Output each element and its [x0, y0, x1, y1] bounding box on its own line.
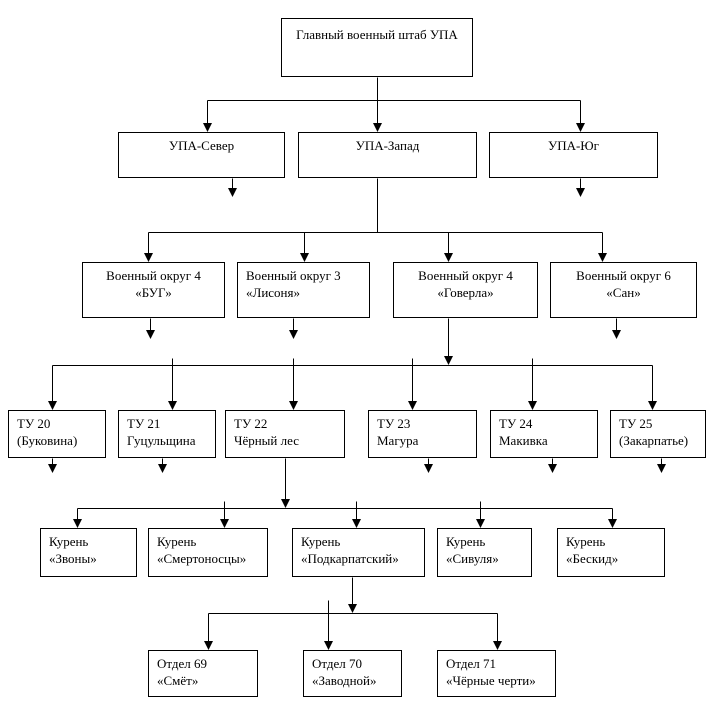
org-node-label: Магура: [377, 432, 419, 448]
org-node-tu25: ТУ 25(Закарпатье): [610, 410, 706, 458]
org-node-label: Курень: [446, 534, 486, 549]
org-node-label: Чёрный лес: [234, 432, 299, 448]
org-node-label: «Звоны»: [49, 550, 97, 566]
org-node-label: ТУ 25: [619, 416, 653, 431]
arrowhead-down-icon: [168, 401, 177, 410]
org-node-label: «Заводной»: [312, 672, 377, 688]
arrowhead-down-icon: [608, 519, 617, 528]
org-node-label: Военный округ 4: [106, 268, 201, 283]
org-node-label: Военный округ 3: [246, 268, 341, 283]
org-node-label: «Лисоня»: [246, 284, 300, 300]
arrowhead-down-icon: [220, 519, 229, 528]
org-node-label: Курень: [566, 534, 606, 549]
org-node-label: ТУ 22: [234, 416, 268, 431]
org-node-label: «Говерла»: [437, 284, 494, 300]
org-node-label: «Чёрные черти»: [446, 672, 536, 688]
org-node-vo4-bug: Военный округ 4«БУГ»: [82, 262, 225, 318]
org-node-label: (Закарпатье): [619, 432, 689, 448]
arrowhead-down-icon: [289, 330, 298, 339]
arrowhead-down-icon: [408, 401, 417, 410]
org-node-label: Военный округ 6: [576, 268, 671, 283]
org-node-kuren-sivulya: Курень«Сивуля»: [437, 528, 532, 577]
arrowhead-down-icon: [657, 464, 666, 473]
arrowhead-down-icon: [612, 330, 621, 339]
org-node-label: ТУ 21: [127, 416, 161, 431]
org-node-label: «Смертоносцы»: [157, 550, 247, 566]
org-node-label: ТУ 20: [17, 416, 51, 431]
arrowhead-down-icon: [528, 401, 537, 410]
arrowhead-down-icon: [324, 641, 333, 650]
org-node-label: Отдел 69: [157, 656, 208, 671]
org-node-label: ТУ 23: [377, 416, 411, 431]
arrowhead-down-icon: [576, 123, 585, 132]
org-node-label: Гуцульщина: [127, 432, 196, 448]
arrowhead-down-icon: [493, 641, 502, 650]
org-node-upa-sever: УПА-Север: [118, 132, 285, 178]
arrowhead-down-icon: [476, 519, 485, 528]
org-node-tu20: ТУ 20(Буковина): [8, 410, 106, 458]
arrowhead-down-icon: [444, 253, 453, 262]
org-node-label: «Сан»: [606, 284, 641, 300]
org-node-otdel71: Отдел 71«Чёрные черти»: [437, 650, 556, 697]
org-node-label: (Буковина): [17, 432, 78, 448]
arrowhead-down-icon: [548, 464, 557, 473]
arrowhead-down-icon: [48, 464, 57, 473]
org-node-label: «Сивуля»: [446, 550, 499, 566]
org-node-kuren-podkarpatskij: Курень«Подкарпатский»: [292, 528, 425, 577]
org-node-label: «БУГ»: [135, 284, 172, 300]
org-node-kuren-zvony: Курень«Звоны»: [40, 528, 137, 577]
arrowhead-down-icon: [48, 401, 57, 410]
org-node-label: УПА-Юг: [547, 138, 599, 153]
org-node-vo4-goverla: Военный округ 4«Говерла»: [393, 262, 538, 318]
org-node-root: Главный военный штаб УПА: [281, 18, 473, 77]
org-node-otdel69: Отдел 69«Смёт»: [148, 650, 258, 697]
arrowhead-down-icon: [289, 401, 298, 410]
arrowhead-down-icon: [373, 123, 382, 132]
org-node-upa-yug: УПА-Юг: [489, 132, 658, 178]
org-node-label: Военный округ 4: [418, 268, 513, 283]
org-node-kuren-beskid: Курень«Бескид»: [557, 528, 665, 577]
org-node-label: Курень: [49, 534, 89, 549]
org-node-otdel70: Отдел 70«Заводной»: [303, 650, 402, 697]
org-node-label: Отдел 71: [446, 656, 497, 671]
arrowhead-down-icon: [204, 641, 213, 650]
arrowhead-down-icon: [352, 519, 361, 528]
arrowhead-down-icon: [576, 188, 585, 197]
org-node-label: «Бескид»: [566, 550, 619, 566]
arrowhead-down-icon: [300, 253, 309, 262]
arrowhead-down-icon: [228, 188, 237, 197]
org-node-label: УПА-Север: [168, 138, 235, 153]
org-node-vo3-lisonya: Военный округ 3«Лисоня»: [237, 262, 370, 318]
org-node-label: ТУ 24: [499, 416, 533, 431]
org-node-label: Курень: [301, 534, 341, 549]
arrowhead-down-icon: [158, 464, 167, 473]
org-node-label: «Подкарпатский»: [301, 550, 399, 566]
arrowhead-down-icon: [281, 499, 290, 508]
org-node-label: Макивка: [499, 432, 548, 448]
arrowhead-down-icon: [598, 253, 607, 262]
org-node-label: Отдел 70: [312, 656, 363, 671]
org-node-upa-zapad: УПА-Запад: [298, 132, 477, 178]
arrowhead-down-icon: [146, 330, 155, 339]
org-node-vo6-san: Военный округ 6«Сан»: [550, 262, 697, 318]
org-node-label: Главный военный штаб УПА: [296, 27, 458, 42]
arrowhead-down-icon: [348, 604, 357, 613]
org-node-label: «Смёт»: [157, 672, 199, 688]
org-node-kuren-smertonoscy: Курень«Смертоносцы»: [148, 528, 268, 577]
arrowhead-down-icon: [144, 253, 153, 262]
arrowhead-down-icon: [444, 356, 453, 365]
org-node-label: Курень: [157, 534, 197, 549]
org-node-label: УПА-Запад: [355, 138, 420, 153]
arrowhead-down-icon: [73, 519, 82, 528]
arrowhead-down-icon: [203, 123, 212, 132]
arrowhead-down-icon: [648, 401, 657, 410]
arrowhead-down-icon: [424, 464, 433, 473]
